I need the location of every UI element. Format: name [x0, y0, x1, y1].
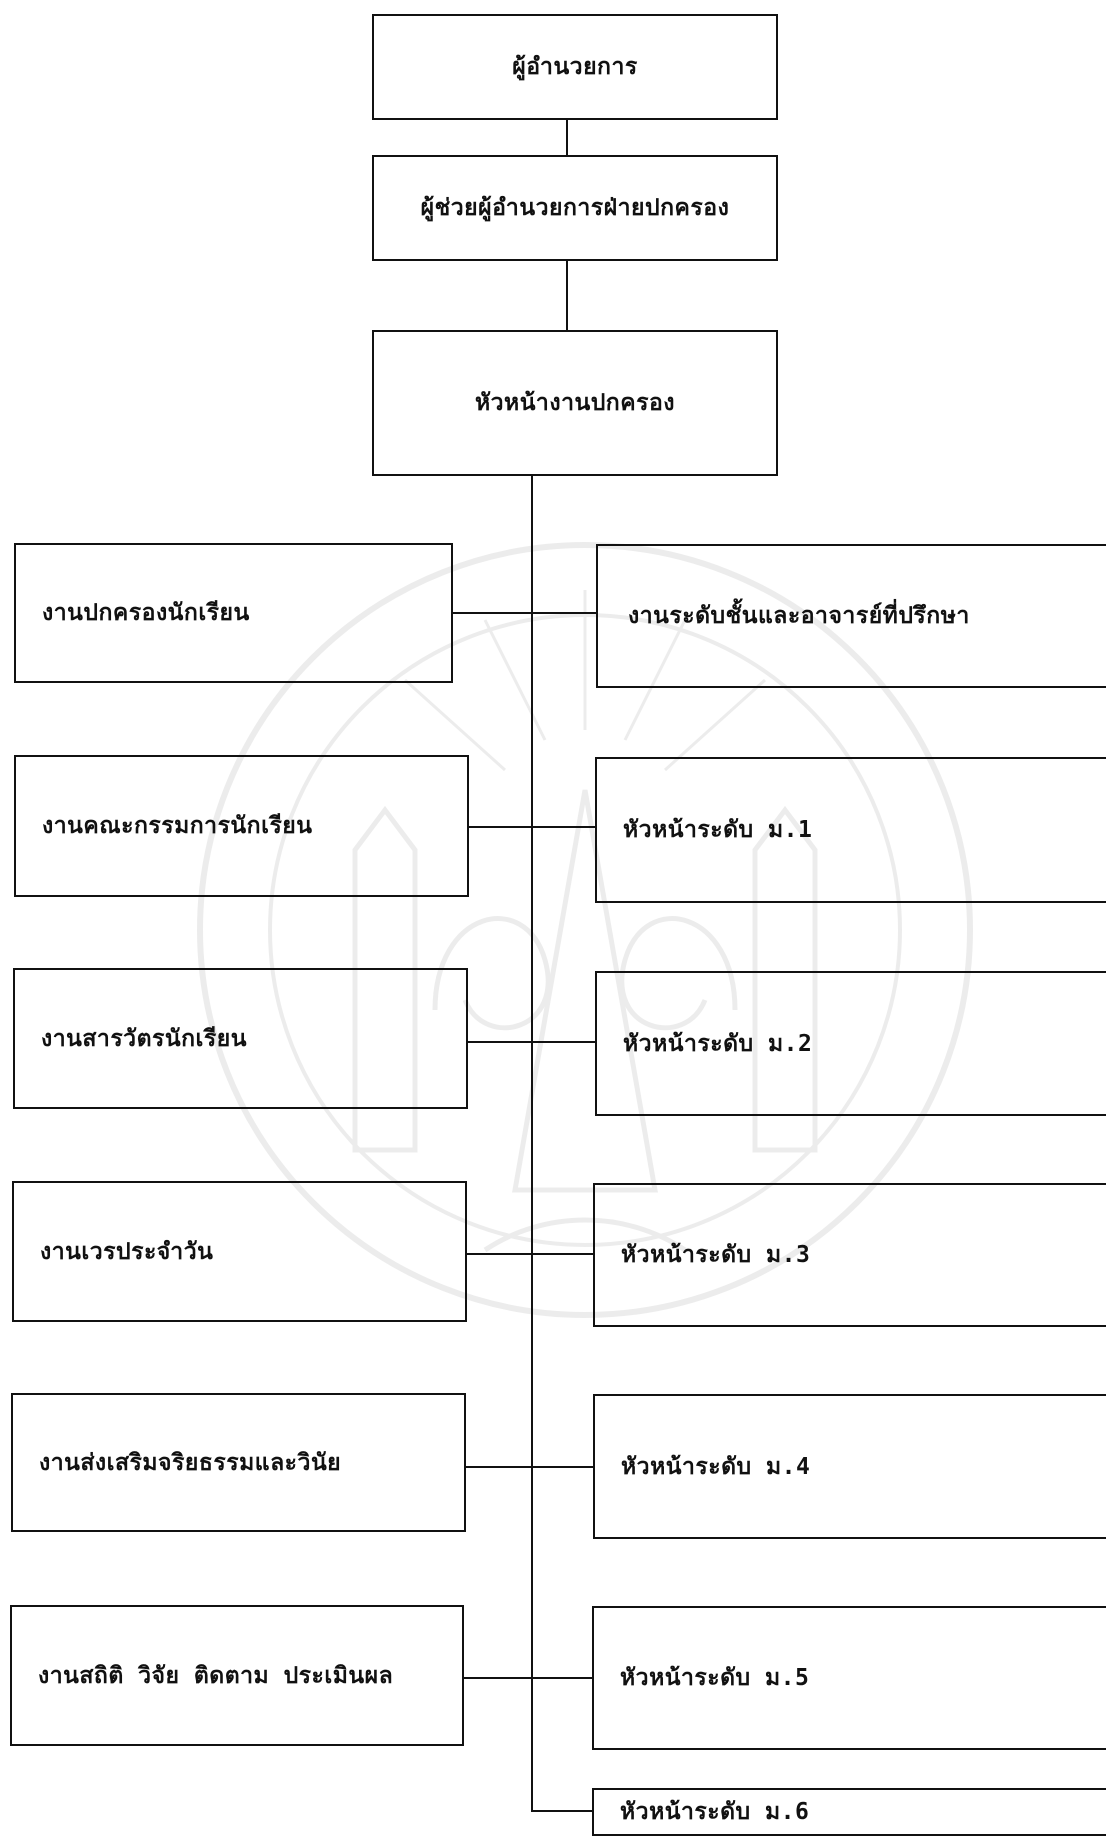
connector-row1	[451, 612, 598, 614]
right-unit-label: หัวหน้าระดับ ม.2	[623, 1030, 813, 1057]
connector-row5	[464, 1466, 593, 1468]
head-of-governance-box: หัวหน้างานปกครอง	[372, 330, 778, 476]
connector-row7	[531, 1810, 592, 1812]
left-unit-label: งานคณะกรรมการนักเรียน	[42, 813, 313, 839]
right-unit-label: งานระดับชั้นและอาจารย์ที่ปรึกษา	[628, 603, 970, 629]
left-unit-3: งานสารวัตรนักเรียน	[13, 968, 468, 1109]
right-unit-7: หัวหน้าระดับ ม.6	[592, 1788, 1106, 1836]
left-unit-label: งานสารวัตรนักเรียน	[41, 1025, 247, 1052]
assistant-director-label: ผู้ช่วยผู้อำนวยการฝ่ายปกครอง	[420, 195, 730, 221]
right-unit-6: หัวหน้าระดับ ม.5	[592, 1606, 1106, 1750]
connector-director-assistant	[566, 118, 568, 156]
connector-row2	[467, 826, 595, 828]
left-unit-label: งานส่งเสริมจริยธรรมและวินัย	[39, 1449, 342, 1476]
right-unit-5: หัวหน้าระดับ ม.4	[593, 1394, 1106, 1539]
left-unit-label: งานสถิติ วิจัย ติดตาม ประเมินผล	[38, 1662, 394, 1689]
director-label: ผู้อำนวยการ	[512, 54, 638, 80]
left-unit-label: งานเวรประจำวัน	[40, 1238, 214, 1265]
connector-row6	[462, 1677, 592, 1679]
left-unit-4: งานเวรประจำวัน	[12, 1181, 467, 1322]
left-unit-2: งานคณะกรรมการนักเรียน	[14, 755, 469, 897]
head-of-governance-label: หัวหน้างานปกครอง	[474, 390, 676, 416]
connector-row4	[465, 1253, 593, 1255]
right-unit-4: หัวหน้าระดับ ม.3	[593, 1183, 1106, 1327]
right-unit-2: หัวหน้าระดับ ม.1	[595, 757, 1106, 903]
director-box: ผู้อำนวยการ	[372, 14, 778, 120]
left-unit-label: งานปกครองนักเรียน	[42, 600, 250, 626]
connector-row3	[466, 1041, 595, 1043]
right-unit-label: หัวหน้าระดับ ม.5	[620, 1665, 810, 1691]
main-trunk-line	[531, 474, 533, 1812]
right-unit-3: หัวหน้าระดับ ม.2	[595, 971, 1106, 1116]
left-unit-6: งานสถิติ วิจัย ติดตาม ประเมินผล	[10, 1605, 464, 1746]
assistant-director-box: ผู้ช่วยผู้อำนวยการฝ่ายปกครอง	[372, 155, 778, 261]
right-unit-label: หัวหน้าระดับ ม.6	[620, 1799, 810, 1825]
left-unit-1: งานปกครองนักเรียน	[14, 543, 453, 683]
connector-assistant-head	[566, 259, 568, 330]
right-unit-label: หัวหน้าระดับ ม.1	[623, 817, 813, 843]
right-unit-label: หัวหน้าระดับ ม.3	[621, 1242, 811, 1268]
right-unit-label: หัวหน้าระดับ ม.4	[621, 1453, 811, 1480]
right-unit-1: งานระดับชั้นและอาจารย์ที่ปรึกษา	[596, 544, 1106, 688]
left-unit-5: งานส่งเสริมจริยธรรมและวินัย	[11, 1393, 466, 1532]
